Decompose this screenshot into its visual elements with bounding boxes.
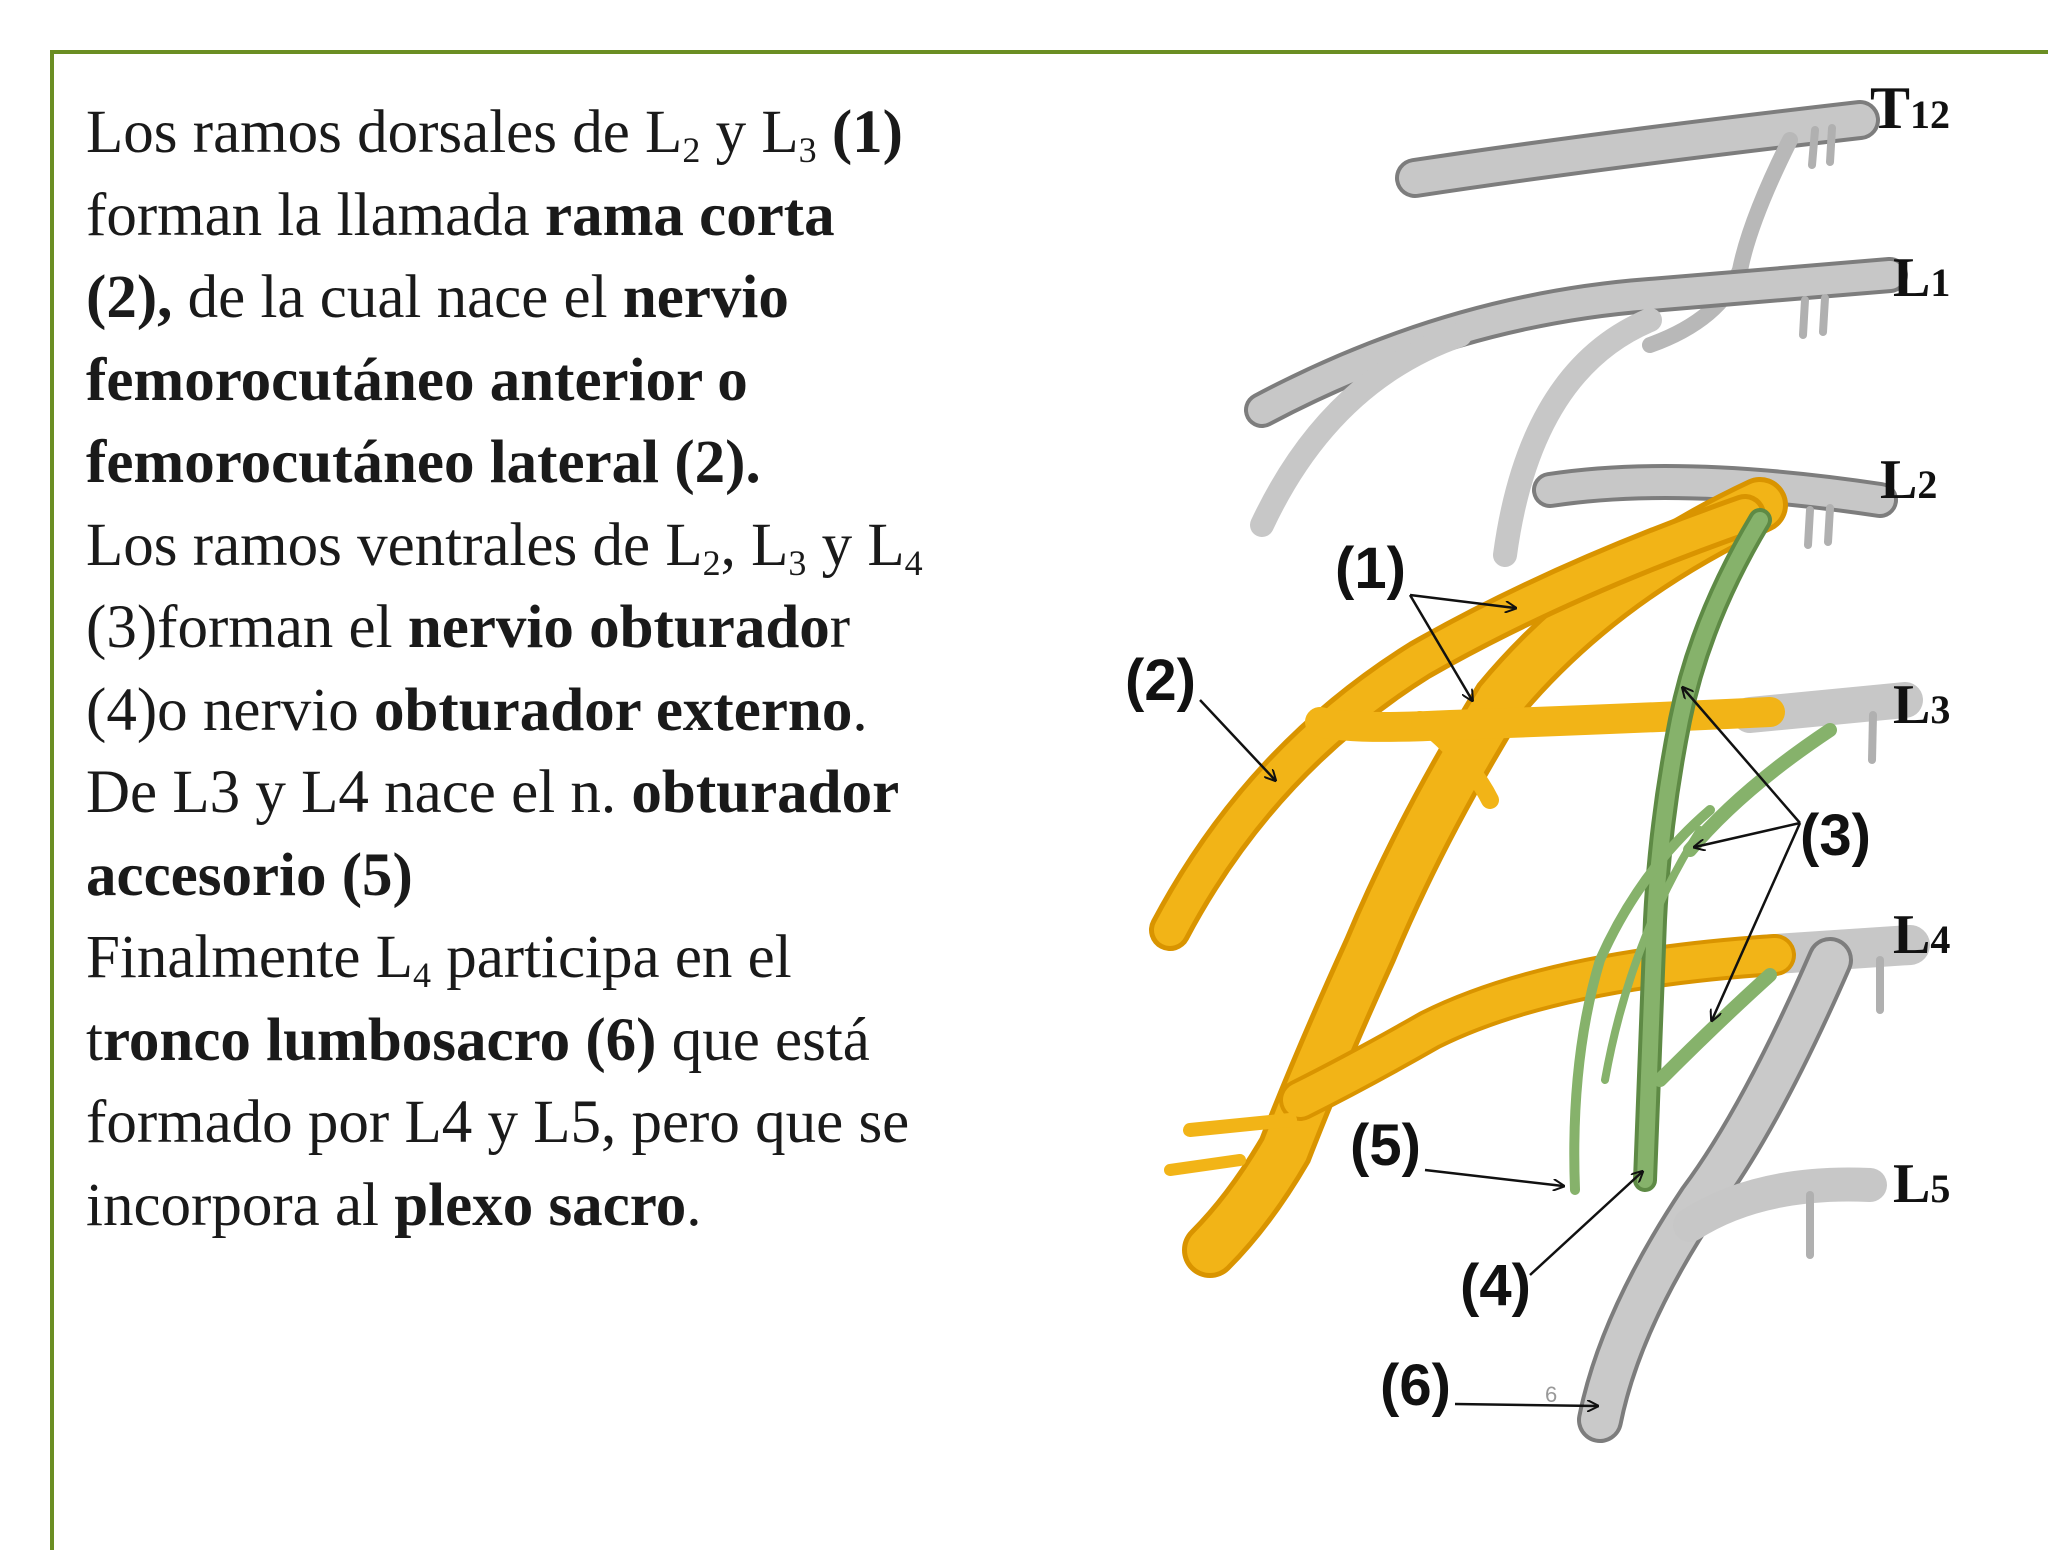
gray-nerves xyxy=(1244,100,1930,1443)
slide-text: Los ramos dorsales de L2 y L3 (1) forman… xyxy=(86,92,1046,1247)
arrow-4 xyxy=(1529,1172,1642,1276)
callout-3: (3) xyxy=(1800,803,1871,868)
text-line: femorocutáneo anterior o xyxy=(86,346,748,414)
text-line: (3)forman el nervio obturador xyxy=(86,594,851,661)
arrow-6 xyxy=(1454,1404,1597,1406)
l3-ventral-ramus xyxy=(1683,723,1837,857)
arrow-2 xyxy=(1199,699,1275,780)
text-line: (4)o nervio obturador externo. xyxy=(86,676,868,744)
rootlet xyxy=(1808,124,1836,169)
callout-1: (1) xyxy=(1335,536,1406,601)
label-l1: L1 xyxy=(1893,247,1950,309)
l3-dorsal-ramus xyxy=(1305,697,1785,742)
text-line: accesorio (5) xyxy=(86,841,413,909)
l1-branch xyxy=(1250,323,1472,537)
accessory-obturator-nerve xyxy=(1569,805,1715,1195)
rootlet xyxy=(1799,294,1829,339)
slide-frame xyxy=(50,50,2048,1550)
t12-l1-communicating-branch xyxy=(1642,132,1798,353)
text-line: tronco lumbosacro (6) que está xyxy=(86,1006,870,1074)
lateral-femoral-cutaneous-nerve xyxy=(1154,499,1761,946)
femoral-twig xyxy=(1164,1154,1246,1176)
connecting-branch xyxy=(1411,711,1499,809)
text-line: formado por L4 y L5, pero que se xyxy=(86,1089,910,1156)
green-nerves xyxy=(1569,508,1837,1195)
text-line: forman la llamada rama corta xyxy=(86,181,835,249)
accessory-obturator-nerve xyxy=(1601,826,1704,1084)
text-line: Finalmente L4 participa en el xyxy=(86,924,792,995)
label-l4: L4 xyxy=(1893,904,1950,966)
page-number: 6 xyxy=(1545,1382,1557,1407)
text-line: incorpora al plexo sacro. xyxy=(86,1171,702,1239)
l4-ventral-ramus xyxy=(1653,968,1777,1087)
label-l2: L2 xyxy=(1880,449,1937,511)
callout-arrows xyxy=(1199,593,1802,1406)
arrow-1b xyxy=(1408,594,1472,700)
arrow-3a xyxy=(1683,688,1801,824)
arrow-3b xyxy=(1695,821,1801,847)
callout-5: (5) xyxy=(1350,1113,1421,1178)
label-l3: L3 xyxy=(1893,674,1950,736)
text-line: Los ramos dorsales de L2 y L3 (1) xyxy=(86,99,903,170)
yellow-nerves xyxy=(1149,477,1796,1278)
label-l5: L5 xyxy=(1893,1153,1950,1215)
lumbar-plexus-diagram: T12 L1 L2 L3 L4 L5 (1) (2) (3) (5) (4) (… xyxy=(1125,75,1950,1443)
text-line: femorocutáneo lateral (2). xyxy=(86,429,761,496)
callout-2: (2) xyxy=(1125,648,1196,713)
arrow-5 xyxy=(1424,1168,1563,1186)
callout-6: (6) xyxy=(1380,1353,1451,1418)
femoral-trunk xyxy=(1187,482,1783,1273)
segment-labels: T12 L1 L2 L3 L4 L5 xyxy=(1870,75,1950,1215)
arrow-1a xyxy=(1409,593,1515,608)
l1-branch xyxy=(1493,308,1662,567)
obturator-nerve xyxy=(1637,512,1768,1188)
l2-root xyxy=(1536,468,1894,514)
femoral-twig xyxy=(1183,1113,1297,1137)
rootlet xyxy=(1868,711,1877,764)
text-line: (2), de la cual nace el nervio xyxy=(86,264,789,331)
arrow-3c xyxy=(1712,822,1802,1020)
callout-labels: (1) (2) (3) (5) (4) (6) xyxy=(1125,536,1871,1418)
text-line: Los ramos ventrales de L2, L3 y L4 xyxy=(86,511,923,583)
text-line: De L3 y L4 nace el n. obturador xyxy=(86,759,900,826)
label-t12: T12 xyxy=(1870,75,1950,141)
l5-root xyxy=(1673,1167,1887,1242)
t12-nerve xyxy=(1399,104,1876,194)
callout-4: (4) xyxy=(1460,1253,1531,1318)
rootlet xyxy=(1804,504,1834,549)
